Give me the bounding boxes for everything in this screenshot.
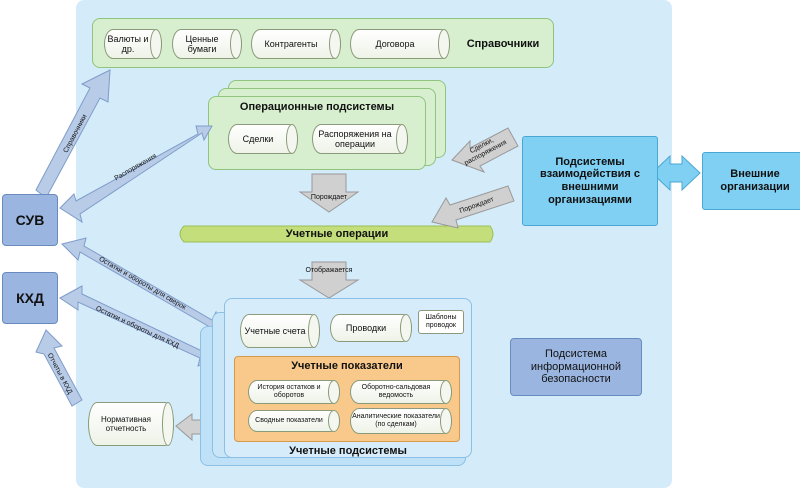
accounting-title: Учетные подсистемы xyxy=(289,444,407,457)
arrow-external xyxy=(651,154,701,192)
accounting-ops-label: Учетные операции xyxy=(285,227,389,240)
accounting-accounts[interactable]: Учетные счета xyxy=(240,314,320,348)
arrow-reports-kxd xyxy=(35,329,83,407)
reference-item-currencies[interactable]: Валюты и др. xyxy=(104,29,162,59)
indicator-history[interactable]: История остатков и оборотов xyxy=(248,380,340,404)
external-organizations[interactable]: Внешние организации xyxy=(702,152,800,210)
accounting-ops-band xyxy=(179,225,494,243)
kxd-box[interactable]: КХД xyxy=(2,272,58,324)
reference-item-securities[interactable]: Ценные бумаги xyxy=(172,29,242,59)
interaction-subsystems[interactable]: Подсистемы взаимодействия с внешними орг… xyxy=(522,136,658,226)
accounting-postings[interactable]: Проводки xyxy=(330,314,412,342)
arrow-generates xyxy=(298,173,360,213)
normative-reporting[interactable]: Нормативная отчетность xyxy=(88,402,174,446)
arrow-generates-right xyxy=(431,185,515,229)
reference-title: Справочники xyxy=(466,37,540,50)
indicator-turnover[interactable]: Оборотно-сальдовая ведомость xyxy=(350,380,452,404)
operational-title: Операционные подсистемы xyxy=(239,100,395,113)
templates-label: Шаблоны проводок xyxy=(425,313,457,329)
operational-item-orders[interactable]: Распоряжения на операции xyxy=(312,124,408,154)
arrow-orders xyxy=(59,125,213,224)
suv-box[interactable]: СУВ xyxy=(2,194,58,246)
arrow-references xyxy=(35,69,111,199)
indicator-analytics[interactable]: Аналитические показатели (по сделкам) xyxy=(350,408,452,434)
templates-box[interactable] xyxy=(418,310,464,334)
arrow-generates-label: Порождает xyxy=(310,193,348,201)
indicators-title: Учетные показатели xyxy=(291,359,403,372)
arrow-reflects xyxy=(298,261,360,299)
indicator-summary[interactable]: Сводные показатели xyxy=(248,410,340,432)
security-subsystem[interactable]: Подсистема информационной безопасности xyxy=(510,338,642,396)
arrow-deals-orders xyxy=(451,127,519,174)
reference-item-contracts[interactable]: Договора xyxy=(350,29,450,59)
operational-item-deals[interactable]: Сделки xyxy=(228,124,298,154)
arrow-reflects-label: Отображается xyxy=(305,266,353,274)
reference-item-counterparties[interactable]: Контрагенты xyxy=(251,29,341,59)
